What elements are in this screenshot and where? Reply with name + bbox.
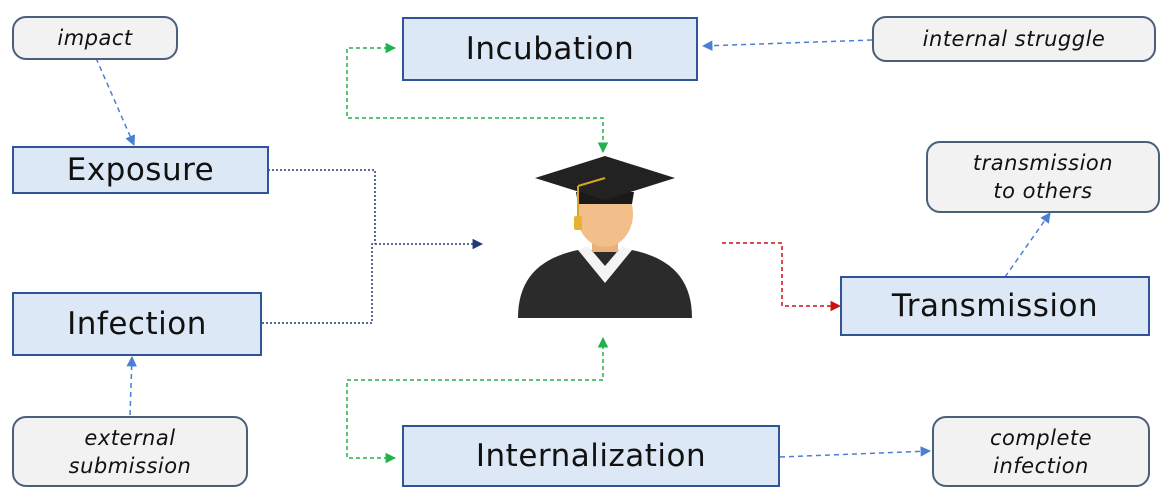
- note-internal-struggle: internal struggle: [872, 16, 1156, 62]
- stage-transmission-label: Transmission: [891, 288, 1099, 324]
- gown-shape: [518, 250, 692, 318]
- tassel-cord: [577, 177, 606, 187]
- stage-infection-label: Infection: [67, 306, 207, 342]
- note-external-line-1: external: [84, 425, 176, 450]
- stage-infection: Infection: [12, 292, 262, 356]
- arrow-transmission-to-others: [1004, 212, 1051, 278]
- stage-transmission: Transmission: [840, 276, 1150, 336]
- arrow-struggle-to-incubation: [701, 39, 873, 51]
- note-complete-infection: complete infection: [932, 416, 1150, 487]
- note-external-line-2: submission: [68, 453, 192, 478]
- arrow-impact-to-exposure: [95, 57, 136, 146]
- note-internal-struggle-text: internal struggle: [922, 27, 1106, 51]
- note-complete-line-2: infection: [993, 453, 1089, 478]
- arrow-student-internalization: [346, 336, 609, 464]
- arrow-infection-merge: [262, 238, 484, 324]
- note-complete-line-1: complete: [989, 425, 1093, 450]
- graduate-student-icon: [518, 156, 692, 318]
- note-transmission-to-others: transmission to others: [926, 141, 1160, 213]
- collar-shape: [578, 246, 632, 283]
- tassel-end: [574, 216, 582, 230]
- stage-incubation: Incubation: [402, 17, 698, 81]
- stage-internalization-label: Internalization: [475, 438, 707, 474]
- arrow-internalization-to-complete: [779, 446, 932, 458]
- arrow-student-to-transmission: [722, 242, 842, 312]
- arrow-exposure-merge: [268, 169, 376, 244]
- arrow-incubation-student: [346, 42, 609, 154]
- note-transmission-line-1: transmission: [972, 151, 1114, 175]
- stage-exposure: Exposure: [12, 146, 269, 194]
- note-transmission-line-2: to others: [993, 179, 1093, 203]
- stage-incubation-label: Incubation: [465, 31, 635, 67]
- stage-exposure-label: Exposure: [66, 152, 215, 188]
- note-impact: impact: [12, 16, 178, 60]
- note-impact-text: impact: [57, 26, 133, 50]
- note-external-submission: external submission: [12, 416, 248, 487]
- stage-internalization: Internalization: [402, 425, 780, 487]
- arrow-submission-to-infection: [126, 355, 137, 416]
